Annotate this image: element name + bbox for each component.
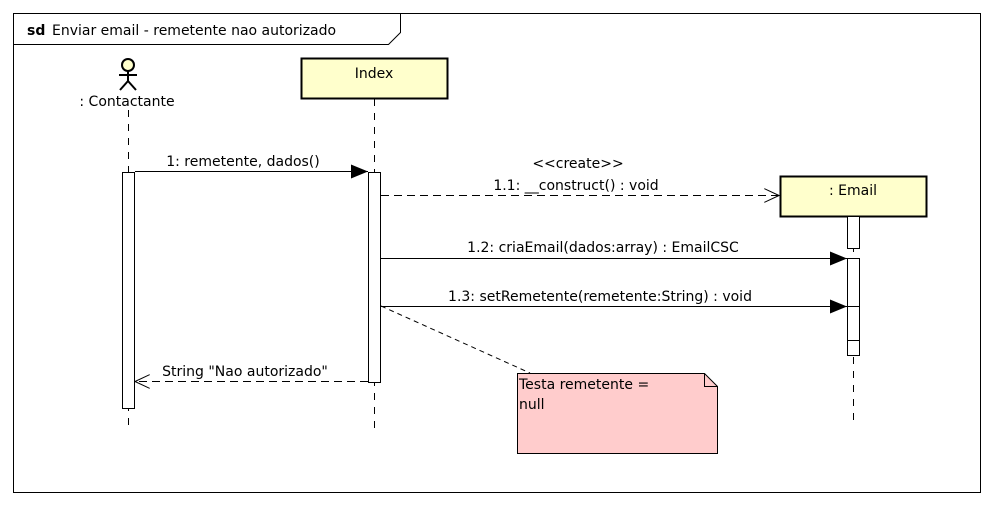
lifeline-email[interactable]: : Email [779, 175, 928, 426]
note-body [517, 373, 718, 454]
note-connector [380, 305, 531, 374]
stereotype-label: <<create>> [532, 156, 623, 172]
activation-bar [847, 216, 860, 249]
frame-keyword: sd [27, 23, 45, 39]
message-label: String "Nao autorizado" [162, 364, 328, 380]
message-1[interactable]: 1: remetente, dados() [135, 154, 368, 179]
message-label: 1.3: setRemetente(remetente:String) : vo… [448, 289, 752, 305]
activation-bar [368, 172, 381, 383]
frame-tab [13, 13, 401, 45]
actor-icon [119, 58, 137, 91]
reply-message[interactable]: String "Nao autorizado" [135, 364, 368, 382]
message-1-1-create[interactable]: <<create>> 1.1: __construct() : void [381, 156, 779, 196]
activation-bar [122, 172, 135, 409]
lifeline-index[interactable]: Index [300, 57, 449, 429]
frame-title: Enviar email - remetente nao autorizado [52, 23, 336, 39]
email-label: : Email [829, 183, 877, 199]
index-label: Index [355, 66, 394, 82]
message-label: 1.2: criaEmail(dados:array) : EmailCSC [467, 240, 739, 256]
index-box [300, 57, 449, 100]
note-line-1: Testa remetente = [518, 377, 649, 393]
message-label: 1: remetente, dados() [166, 154, 320, 170]
actor-label: : Contactante [79, 94, 174, 110]
message-1-3[interactable]: 1.3: setRemetente(remetente:String) : vo… [381, 289, 847, 314]
message-1-2[interactable]: 1.2: criaEmail(dados:array) : EmailCSC [381, 240, 847, 266]
message-label: 1.1: __construct() : void [493, 178, 658, 194]
lifeline-contactante[interactable]: : Contactante [79, 58, 175, 430]
note[interactable]: Testa remetente = null [380, 305, 718, 454]
note-fold [704, 373, 718, 387]
note-line-2: null [519, 397, 545, 413]
diagram-frame: sd Enviar email - remetente nao autoriza… [13, 13, 981, 493]
